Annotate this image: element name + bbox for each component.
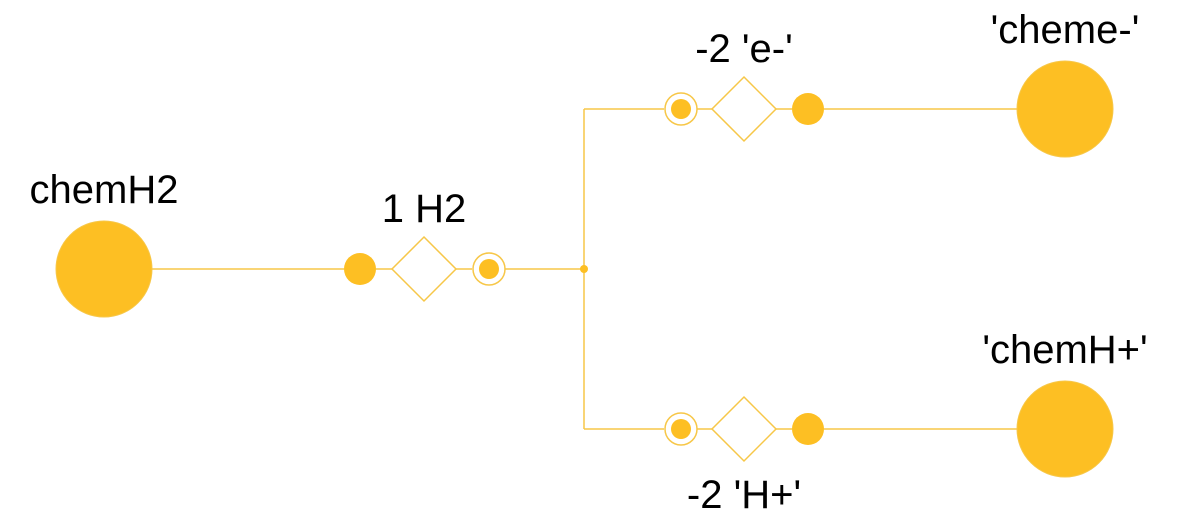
- main-reaction-label: 1 H2: [382, 187, 467, 231]
- bottom-reaction-output-port[interactable]: [792, 413, 824, 445]
- bottom-reaction-input-port-dot: [671, 419, 691, 439]
- species-node-top-target[interactable]: [1016, 60, 1114, 158]
- top-reaction-output-port[interactable]: [792, 93, 824, 125]
- species-node-source[interactable]: [55, 220, 153, 318]
- source-node-label: chemH2: [30, 168, 179, 212]
- top-reaction-diamond[interactable]: [710, 75, 778, 143]
- top-reaction-input-port-dot: [671, 99, 691, 119]
- bottom-target-node-label: 'chemH+': [982, 328, 1147, 372]
- main-reaction-output-port-dot: [479, 259, 499, 279]
- top-target-node-label: 'cheme-': [991, 8, 1140, 52]
- species-node-bottom-target[interactable]: [1016, 380, 1114, 478]
- bottom-reaction-diamond[interactable]: [710, 395, 778, 463]
- bottom-reaction-label: -2 'H+': [687, 473, 801, 517]
- main-reaction-input-port[interactable]: [344, 253, 376, 285]
- branch-junction-dot: [580, 265, 588, 273]
- top-reaction-label: -2 'e-': [695, 27, 793, 71]
- main-reaction-diamond[interactable]: [390, 235, 458, 303]
